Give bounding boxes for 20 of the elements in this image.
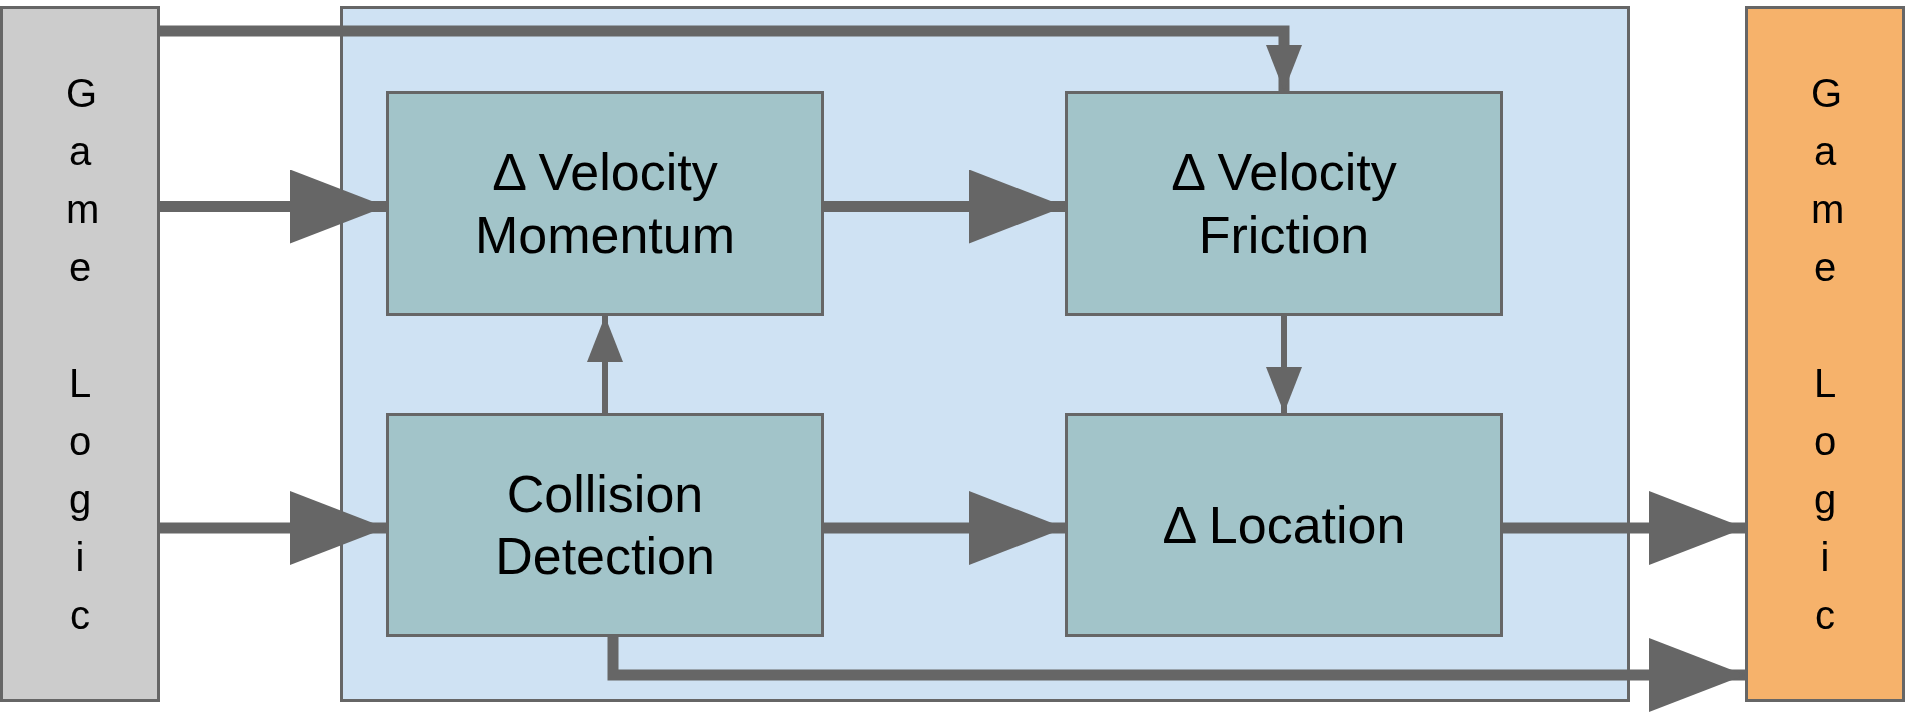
box-label: Δ Velocity Momentum: [473, 142, 737, 266]
arrow: [160, 491, 386, 565]
arrow: [1503, 491, 1745, 565]
arrow: [824, 169, 1065, 244]
process-box: [1065, 413, 1503, 637]
box-label: Δ Velocity Friction: [1170, 142, 1398, 266]
side-bar: [1745, 6, 1905, 702]
process-box: [1065, 91, 1503, 316]
box-label: Δ Location: [1161, 494, 1407, 556]
box-label: Collision Detection: [494, 463, 716, 587]
arrow: [587, 316, 623, 413]
arrow: [1266, 316, 1302, 413]
system-panel: [340, 6, 1630, 702]
side-bar: [0, 6, 160, 702]
arrow: [160, 169, 386, 244]
arrow: [824, 491, 1065, 565]
arrow: [160, 25, 1302, 91]
process-box: [386, 413, 824, 637]
process-box: [386, 91, 824, 316]
arrow: [607, 637, 1745, 712]
